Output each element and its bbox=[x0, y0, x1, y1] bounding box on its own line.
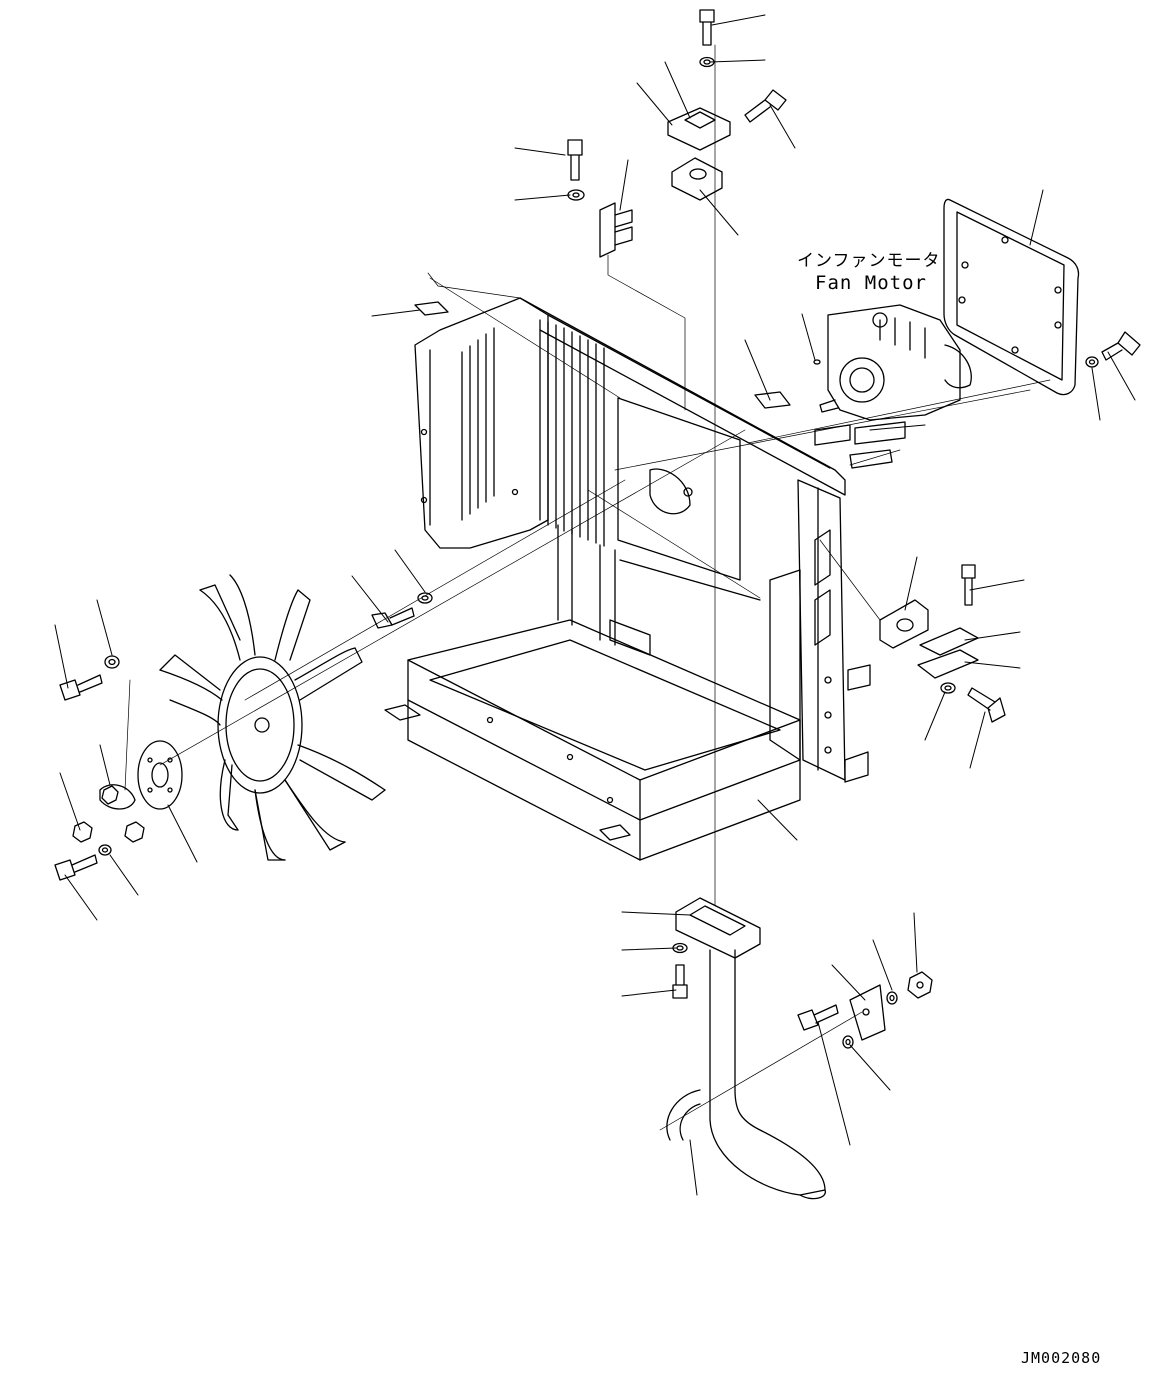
leader-lines bbox=[55, 15, 1135, 1195]
washer-icon bbox=[99, 58, 1098, 1049]
top-mount bbox=[668, 108, 730, 200]
bolt-icon bbox=[55, 10, 1140, 1030]
fan-motor-label-en: Fan Motor bbox=[815, 272, 927, 294]
fan-motor bbox=[820, 305, 971, 420]
flange-icon bbox=[100, 741, 182, 809]
clamp-icon bbox=[415, 203, 905, 468]
drawing-code: JM002080 bbox=[1021, 1349, 1102, 1367]
assembly-lines bbox=[125, 45, 1050, 1130]
radiator-frame bbox=[385, 298, 870, 860]
nut-icon bbox=[73, 786, 932, 998]
right-bracket-cluster bbox=[880, 600, 978, 678]
fan-motor-label-jp: インファンモータ bbox=[797, 251, 941, 271]
gasket-plate bbox=[944, 199, 1079, 394]
hose-assembly bbox=[667, 898, 885, 1199]
fan-blade-icon bbox=[160, 575, 385, 860]
